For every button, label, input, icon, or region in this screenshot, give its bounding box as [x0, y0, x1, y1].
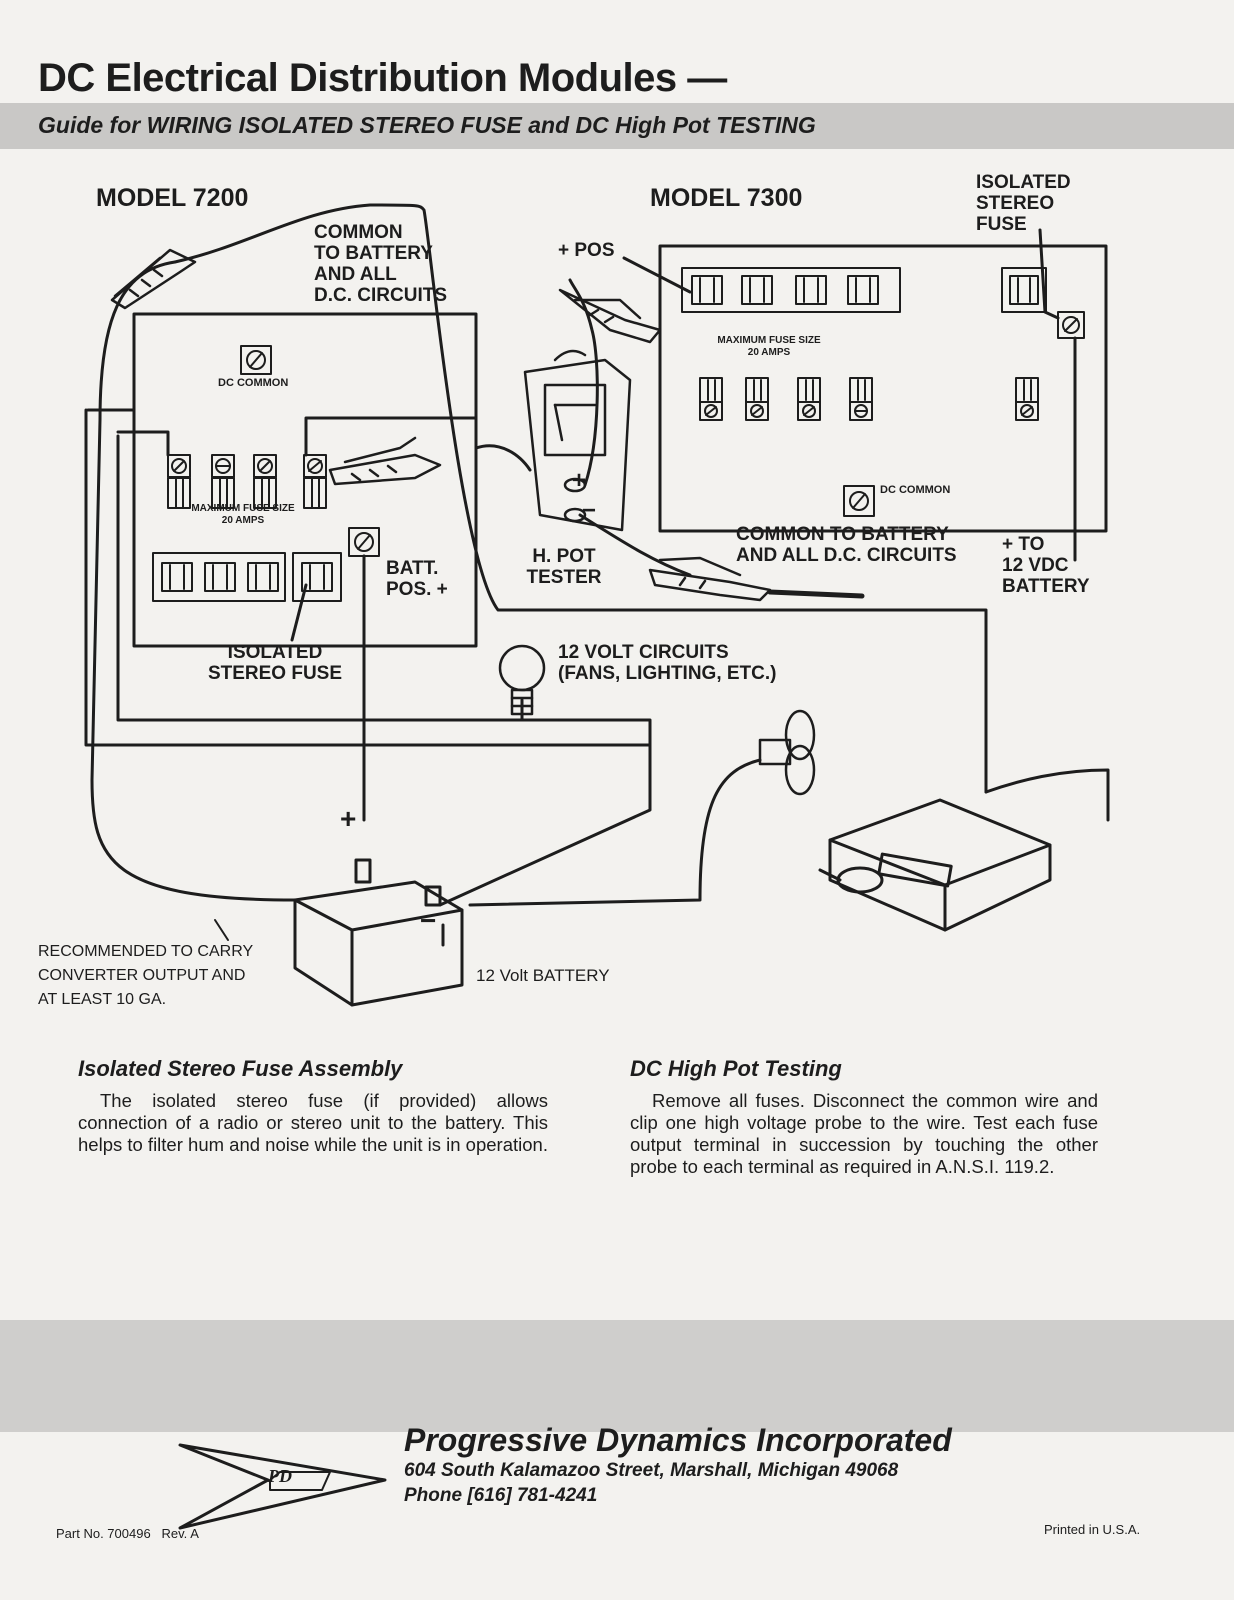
common-battery-right-label: COMMON TO BATTERY AND ALL D.C. CIRCUITS	[736, 524, 957, 566]
tester-minus-label: −	[582, 497, 597, 524]
tester-plus-label: +	[572, 467, 587, 494]
dc-common-terminal-7200	[240, 345, 272, 375]
note-leader	[214, 919, 229, 941]
to-12vdc-label: + TO 12 VDC BATTERY	[1002, 534, 1090, 597]
dc-common-7300-label: DC COMMON	[880, 484, 951, 496]
dc-common-7200-label: DC COMMON	[218, 377, 289, 389]
battery-plus-label: +	[340, 803, 357, 834]
part-number: Part No. 700496 Rev. A	[56, 1526, 199, 1541]
dc-common-terminal-7300	[843, 485, 875, 517]
fuse-terminals-7200	[167, 454, 327, 509]
isolated-stereo-fuse-left-label: ISOLATED STEREO FUSE	[207, 642, 343, 684]
fuse-row-7300	[681, 267, 1085, 339]
wires	[84, 203, 1110, 947]
alligator-clip-tester-bottom	[648, 556, 865, 602]
isolated-stereo-fuse-top-label: ISOLATED STEREO FUSE	[976, 172, 1071, 235]
model-7200-label: MODEL 7200	[96, 184, 249, 212]
isolated-section-heading: Isolated Stereo Fuse Assembly	[78, 1056, 403, 1081]
model-7200-panel	[132, 312, 478, 648]
model-7300-panel	[658, 244, 1108, 533]
hipot-section-heading: DC High Pot Testing	[630, 1056, 842, 1081]
pd-logo	[178, 1443, 387, 1530]
battery-minus-label: −	[420, 905, 437, 936]
recommended-note: RECOMMENDED TO CARRY CONVERTER OUTPUT AN…	[38, 943, 254, 1008]
alligator-clip-center	[328, 436, 442, 486]
pos-label: + POS	[558, 240, 615, 261]
light-bulb-icon	[498, 644, 546, 716]
fan-icon	[758, 709, 816, 796]
printed-in: Printed in U.S.A.	[1044, 1522, 1141, 1537]
page-title: DC Electrical Distribution Modules —	[38, 56, 727, 100]
hipot-section-body: Remove all fuses. Disconnect the common …	[630, 1090, 1098, 1177]
company-name: Progressive Dynamics Incorporated	[404, 1422, 952, 1458]
isolated-section-body: The isolated stereo fuse (if provided) a…	[78, 1090, 548, 1155]
company-address: 604 South Kalamazoo Street, Marshall, Mi…	[404, 1460, 899, 1506]
max-fuse-7300-label: MAXIMUM FUSE SIZE 20 AMPS	[717, 335, 821, 358]
battery-icon	[293, 858, 464, 1007]
max-fuse-7200-label: MAXIMUM FUSE SIZE 20 AMPS	[191, 503, 295, 526]
fuse-row-7200	[152, 527, 380, 602]
subtitle-band	[0, 103, 1234, 149]
batt-pos-label: BATT. POS. +	[386, 558, 448, 600]
h-pot-tester-label: H. POT TESTER	[526, 546, 602, 588]
converter-unit	[818, 798, 1052, 932]
h-pot-tester-meter	[523, 349, 632, 532]
model-7300-label: MODEL 7300	[650, 184, 803, 212]
page-subtitle: Guide for WIRING ISOLATED STEREO FUSE an…	[38, 112, 816, 138]
footer-band	[0, 1320, 1234, 1432]
pd-logo-text: PD	[268, 1466, 292, 1486]
alligator-clip-tester-top	[558, 288, 662, 344]
battery-label: 12 Volt BATTERY	[476, 966, 610, 985]
circuits-12v-label: 12 VOLT CIRCUITS (FANS, LIGHTING, ETC.)	[558, 642, 777, 684]
fuse-terminals-7300	[699, 377, 1039, 421]
alligator-clip-top-left	[110, 248, 197, 310]
common-battery-label: COMMON TO BATTERY AND ALL D.C. CIRCUITS	[314, 222, 447, 306]
